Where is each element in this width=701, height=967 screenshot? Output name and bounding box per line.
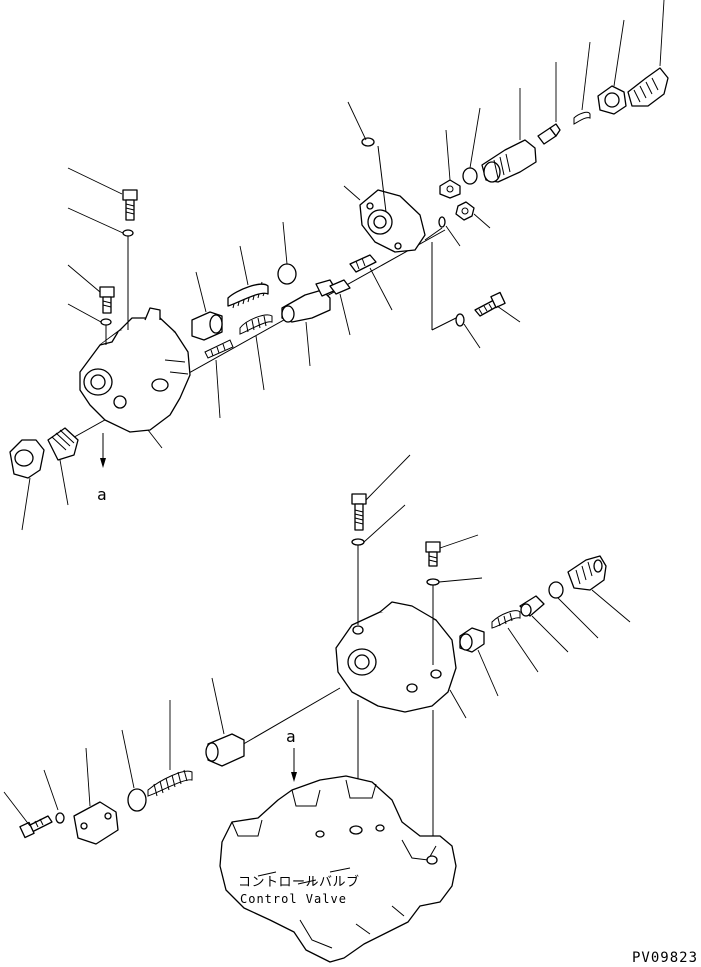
lock-nut-right — [597, 19, 627, 115]
spring-seat — [204, 339, 234, 419]
small-washer-b — [455, 313, 481, 349]
small-nut-a — [455, 201, 491, 229]
lower-plunger — [205, 677, 245, 767]
lower-cap-plug — [567, 555, 631, 623]
lower-o-ring — [548, 581, 599, 639]
lower-valve-assembly: a コントロールバルブ Control Valve — [3, 454, 631, 963]
lower-valve-housing — [335, 601, 467, 719]
needle-piston-2 — [349, 254, 393, 311]
o-ring-upper — [277, 221, 297, 285]
lower-sleeve — [459, 627, 499, 697]
small-spring-right — [573, 41, 591, 125]
end-nut — [9, 439, 45, 531]
lower-bolt-2 — [425, 534, 483, 858]
end-plug — [47, 427, 79, 506]
flange-o-ring — [347, 101, 387, 213]
poppet — [281, 279, 337, 367]
lower-o-ring-left — [121, 729, 147, 812]
spring-small — [239, 314, 273, 391]
lower-bolt-left — [3, 791, 53, 839]
needle-piston — [329, 279, 351, 336]
control-valve-jp-label: コントロールバルブ — [238, 874, 360, 890]
view-label-lower: a — [286, 727, 296, 746]
control-valve-en-label: Control Valve — [240, 892, 347, 906]
control-valve-body: コントロールバルブ Control Valve — [219, 775, 457, 963]
small-bolt-b — [474, 291, 521, 323]
lower-poppet — [519, 595, 569, 653]
lower-axis-line — [239, 687, 341, 747]
adjust-cartridge — [481, 88, 537, 183]
cap-plug-right — [627, 0, 669, 107]
lower-bolt-1 — [351, 454, 411, 830]
upper-valve-housing — [79, 307, 191, 449]
upper-bolt-2 — [67, 264, 115, 345]
lower-spring-left — [147, 700, 193, 797]
hex-socket-plug — [439, 129, 461, 199]
lower-washer-left — [43, 769, 65, 824]
upper-valve-assembly: a — [9, 0, 669, 531]
adjust-screw — [537, 62, 561, 145]
lower-spring — [491, 610, 539, 673]
spool-sleeve — [191, 271, 223, 341]
lower-cover-plate — [73, 747, 119, 845]
o-ring-right — [462, 107, 481, 185]
spring-large — [227, 245, 269, 309]
upper-bolt-1 — [67, 167, 138, 330]
small-washer-a — [438, 216, 461, 247]
flange-cover — [343, 185, 426, 253]
upper-washer-1 — [122, 229, 134, 237]
housing-leader — [147, 429, 163, 449]
view-label-upper: a — [97, 485, 107, 504]
drawing-number: PV09823 — [632, 950, 698, 966]
